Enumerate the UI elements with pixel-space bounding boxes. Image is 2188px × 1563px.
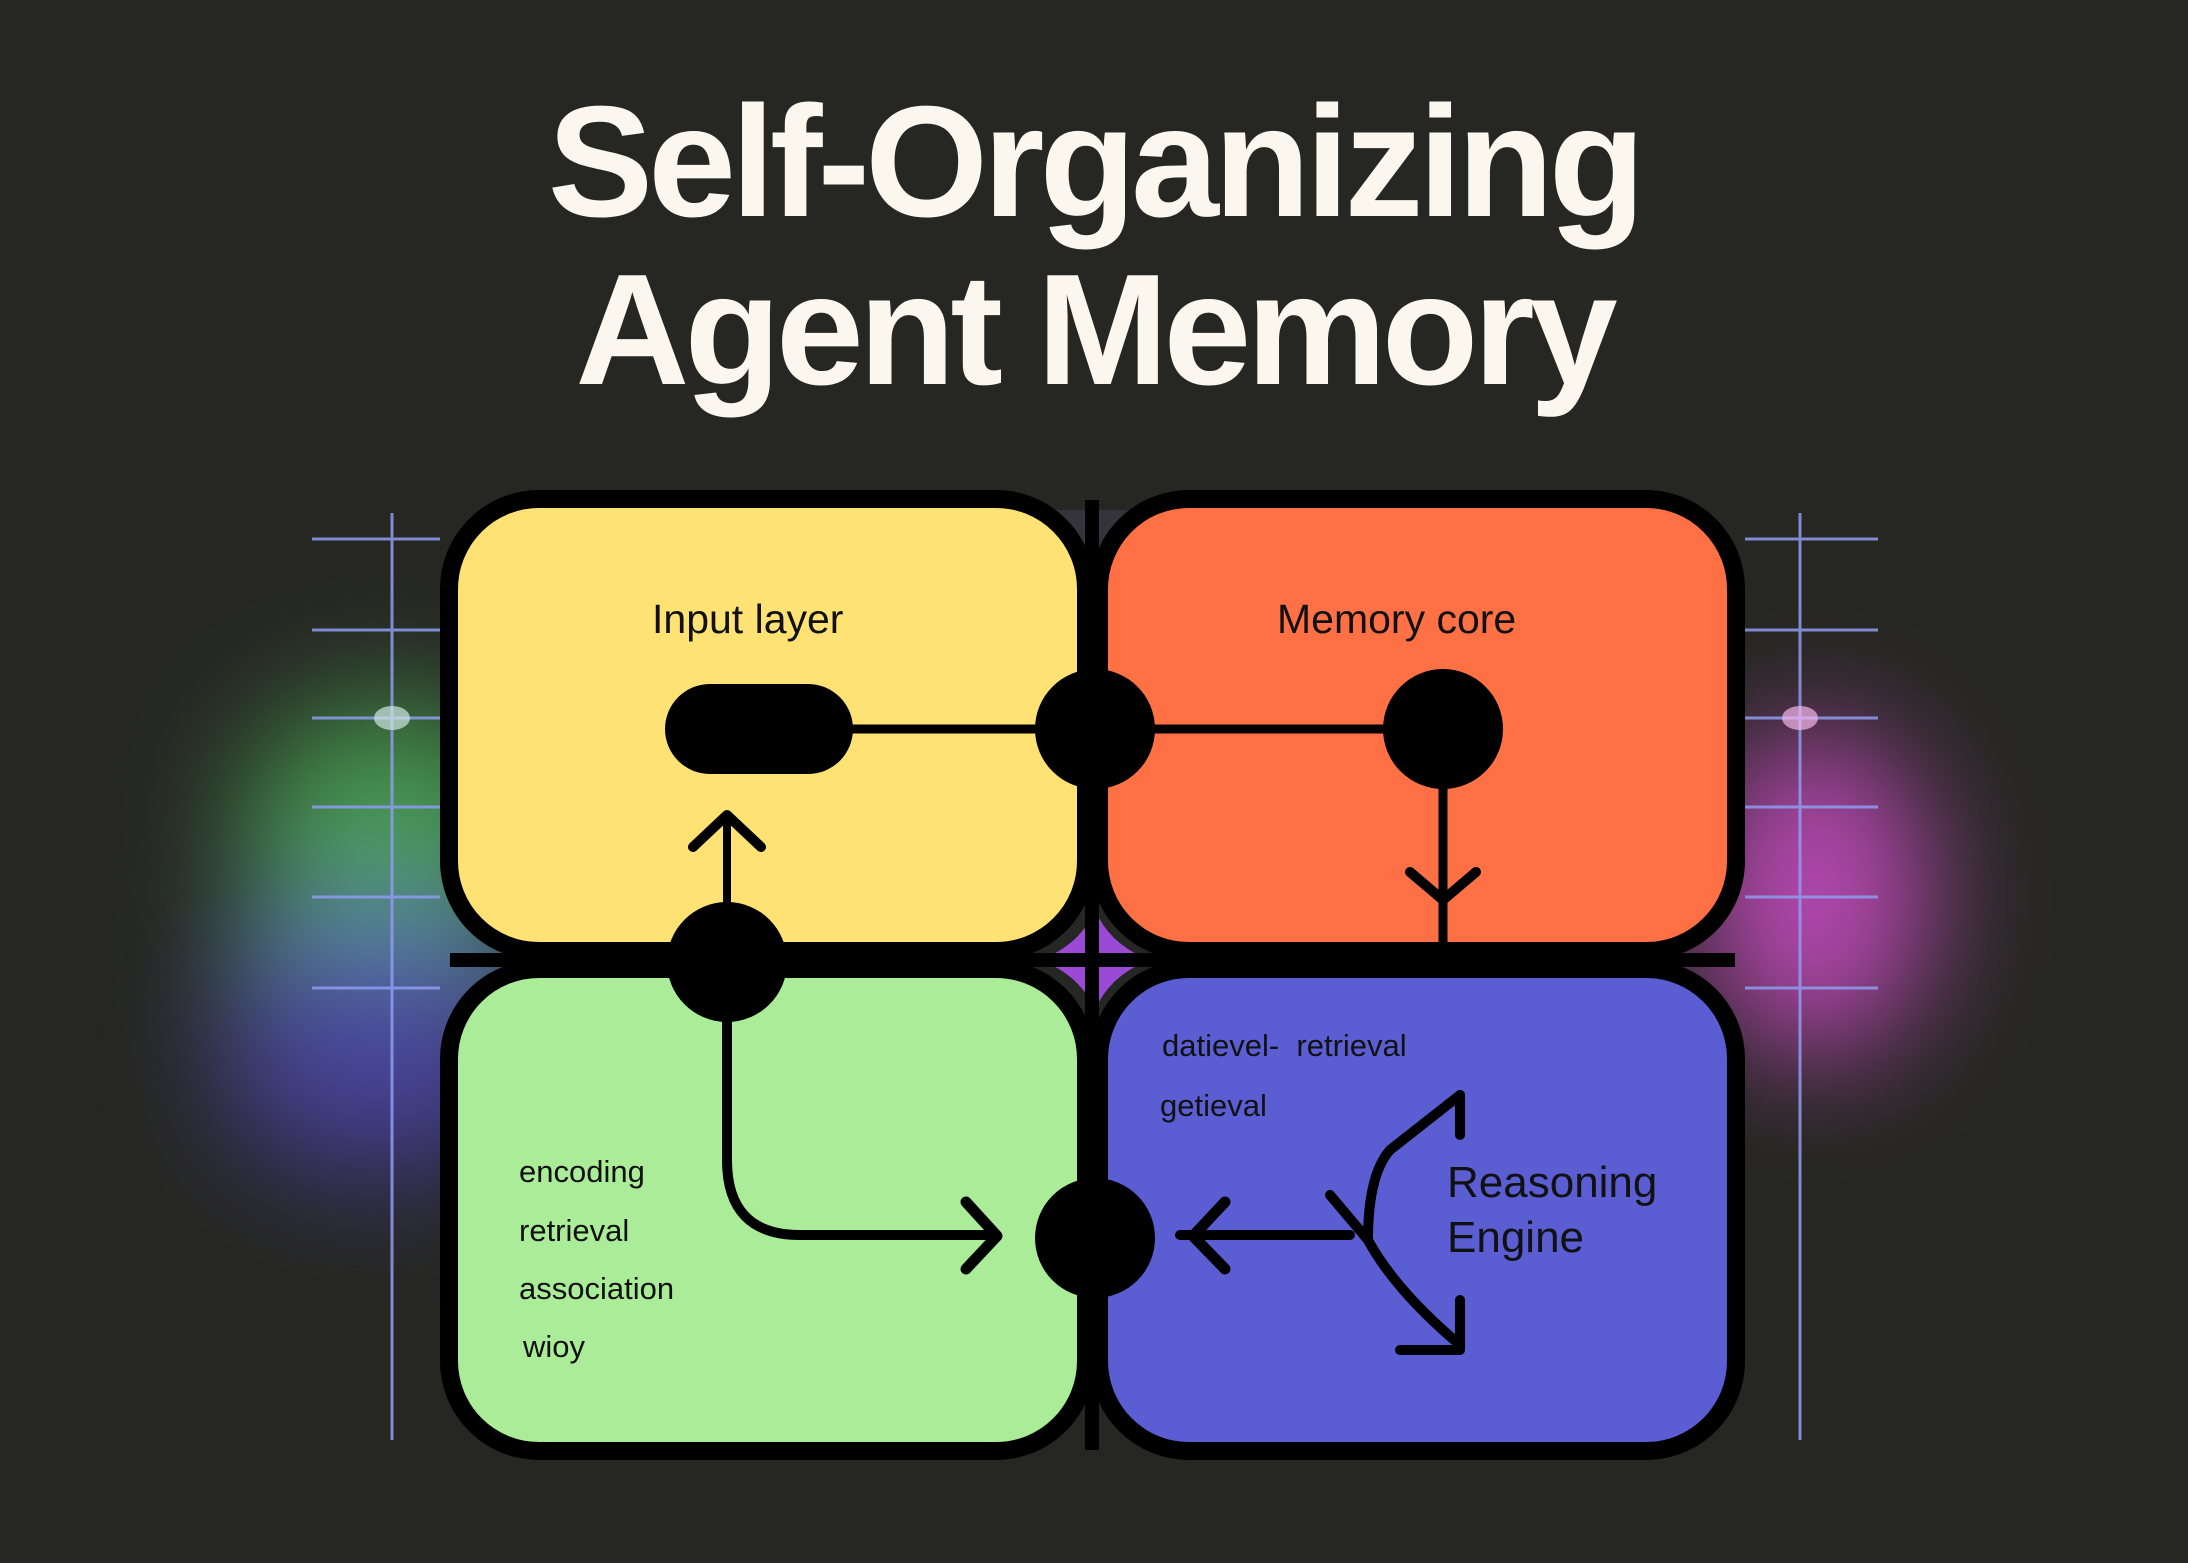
arrow-left-icon (1187, 1196, 1231, 1275)
grid-node-right (1782, 706, 1818, 730)
encoding-card (440, 960, 1095, 1460)
memory-core-title: Memory core (1277, 596, 1517, 642)
input-layer-title: Input layer (652, 596, 844, 642)
arrow-down-right-icon (1395, 1295, 1465, 1355)
encoding-item-retrieval: retrieval (519, 1213, 630, 1248)
reasoning-engine-title: Reasoning Engine (1447, 1155, 1657, 1265)
memory-core-node (1383, 669, 1503, 789)
encoding-item-wioy: wioy (523, 1329, 586, 1364)
encoding-item-encoding: encoding (519, 1154, 645, 1189)
arrow-right-icon (960, 1196, 1003, 1275)
reasoning-engine-title-line-2: Engine (1447, 1213, 1585, 1262)
page-title: Self-Organizing Agent Memory (0, 78, 2188, 414)
connector-branch-down (1363, 1235, 1465, 1350)
encoding-item-association: association (519, 1271, 675, 1306)
arrow-down-icon (1405, 867, 1481, 905)
reasoning-top-label-2: getieval (1160, 1088, 1267, 1123)
junction-node (1035, 669, 1155, 789)
reasoning-engine-title-line-1: Reasoning (1447, 1158, 1658, 1207)
reasoning-top-label-1: datievel- retrieval (1162, 1028, 1407, 1063)
connector-branch-up (1363, 1090, 1465, 1245)
center-node (1035, 1178, 1155, 1298)
title-line-2: Agent Memory (575, 242, 1617, 418)
title-line-1: Self-Organizing (547, 74, 1646, 250)
arrow-up-icon (688, 810, 766, 852)
encoding-node (667, 902, 787, 1022)
grid-lines (312, 513, 1878, 1440)
grid-node-left (374, 706, 410, 730)
input-pill-node (665, 684, 853, 774)
connector-encoding-to-center (722, 955, 995, 1240)
